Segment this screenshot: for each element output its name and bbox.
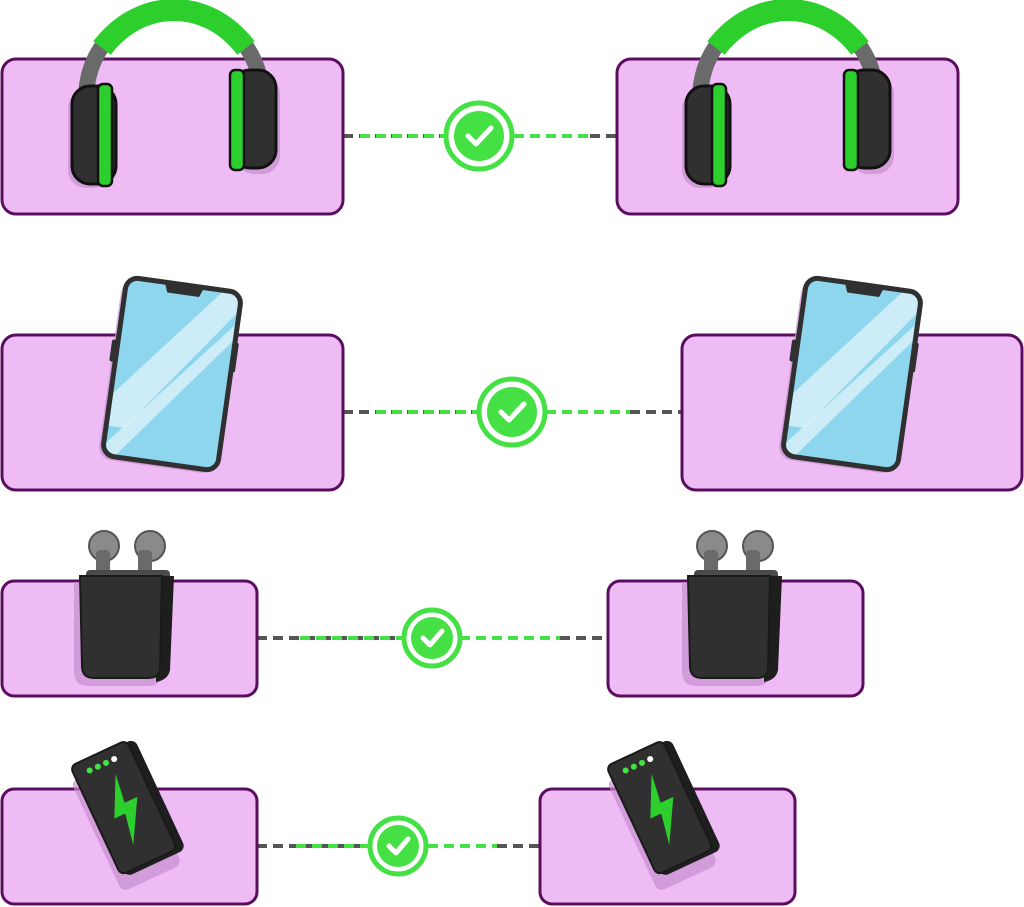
check-icon: [443, 100, 515, 172]
source-device-card: [0, 57, 345, 216]
smartphone-icon: [779, 275, 923, 473]
earbuds-case-icon: [74, 530, 174, 686]
row-earbuds-case: [0, 530, 865, 698]
power-bank-icon: [71, 740, 184, 890]
row-headphones: [0, 0, 960, 216]
smartphone-icon: [99, 275, 243, 473]
row-power-bank: [0, 740, 797, 906]
target-device-card: [615, 57, 960, 216]
power-bank-icon: [607, 740, 720, 890]
headphones-icon: [682, 0, 894, 188]
check-icon: [476, 376, 548, 448]
check-icon: [401, 607, 463, 669]
row-smartphone: [0, 275, 1024, 492]
earbuds-case-icon: [682, 530, 782, 686]
headphones-icon: [68, 0, 280, 188]
check-icon: [367, 815, 429, 877]
